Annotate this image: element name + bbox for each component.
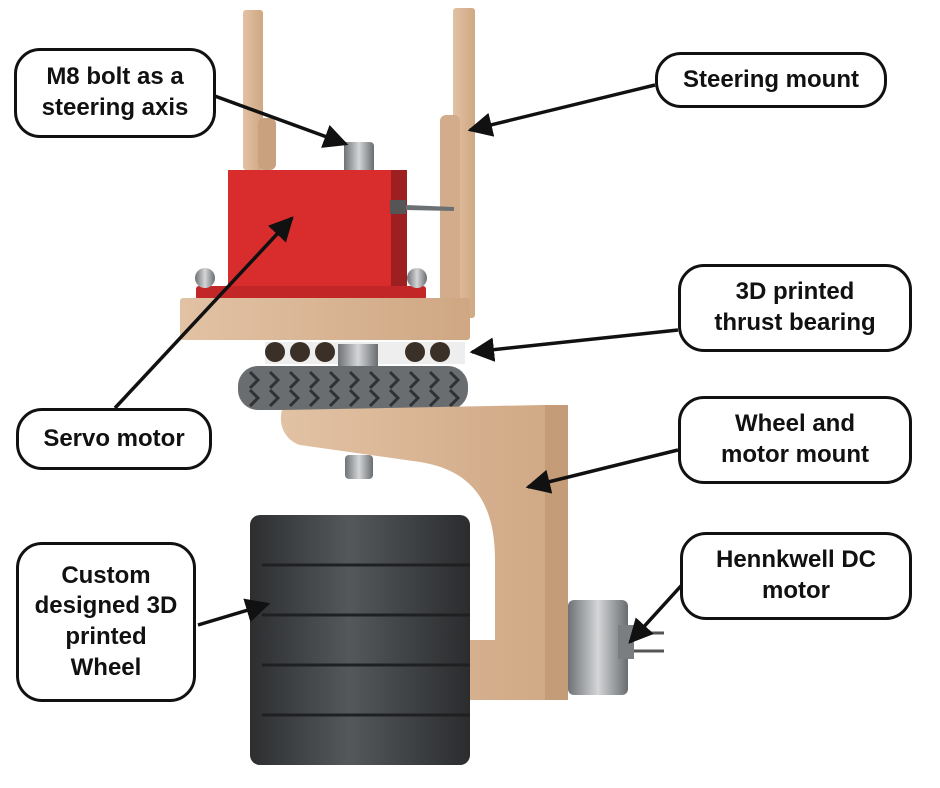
custom-wheel bbox=[250, 515, 470, 765]
arrow-wheel-mount bbox=[525, 448, 679, 494]
arrow-wheel bbox=[197, 598, 271, 627]
callout-arrows bbox=[113, 83, 692, 644]
herringbone-gear bbox=[238, 366, 468, 410]
steering-mount bbox=[243, 8, 475, 318]
callout-wheel: Custom designed 3D printed Wheel bbox=[16, 542, 196, 702]
thrust-bearing bbox=[265, 342, 465, 366]
arrow-thrust-bearing bbox=[469, 328, 679, 362]
callout-bolt: M8 bolt as a steering axis bbox=[14, 48, 216, 138]
dc-motor bbox=[568, 600, 664, 695]
base-plate bbox=[180, 298, 470, 340]
callout-steering-mount: Steering mount bbox=[655, 52, 887, 108]
callout-servo: Servo motor bbox=[16, 408, 212, 470]
callout-thrust-bearing: 3D printed thrust bearing bbox=[678, 264, 912, 352]
m8-bolt bbox=[344, 142, 374, 176]
callout-wheel-mount: Wheel and motor mount bbox=[678, 396, 912, 484]
arrow-steering-mount bbox=[467, 83, 656, 137]
callout-dc-motor: Hennkwell DC motor bbox=[680, 532, 912, 620]
arrow-bolt bbox=[211, 93, 349, 148]
arrow-servo bbox=[113, 216, 294, 410]
servo-motor bbox=[195, 170, 454, 300]
